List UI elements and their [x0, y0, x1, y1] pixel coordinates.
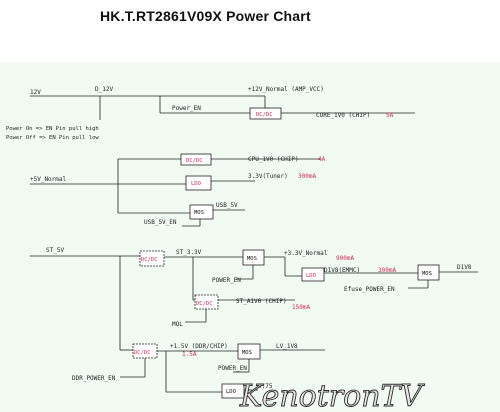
dcdc-block-sta1v0 [194, 294, 219, 310]
note-power-off: Power Off => EN Pin pull low [6, 135, 99, 141]
net-st-a1v0-current: 150mA [292, 304, 310, 311]
dcdc-block-core [249, 107, 282, 120]
net-usb-en: USB_5V_EN [144, 219, 177, 226]
mos-block-normal33-label: MOS [247, 256, 257, 262]
net-d1v8-emmc: D1V8(EMMC) [324, 267, 360, 274]
ldo-block-bottom-label: LDO [226, 389, 236, 395]
net-core: CORE_1V0 (CHIP) [316, 112, 370, 119]
net-12v: 12V [30, 89, 41, 96]
net-bottom-075: 0.75 [258, 383, 273, 390]
net-ddr-current: 1.5A [182, 351, 197, 358]
mos-block-usb-label: MOS [194, 210, 204, 216]
net-cpu-current: 4A [318, 156, 326, 163]
page-title: HK.T.RT2861V09X Power Chart [100, 8, 311, 24]
ldo-block-d1v8-label: LDO [306, 273, 316, 279]
dcdc-block-ddr-label: DC/DC [134, 350, 151, 356]
net-efuse-en: Efuse_POWER_EN [344, 286, 395, 293]
net-core-current: 5A [386, 112, 394, 119]
net-power-en-2: POWER_EN [212, 277, 241, 284]
watermark-logo: KenotronTV [239, 379, 426, 412]
ldo-block-tuner-label: LDO [191, 181, 201, 187]
net-st5v: ST_5V [46, 247, 64, 254]
dcdc-block-st33 [139, 250, 165, 267]
net-st-a1v0: ST_A1V0 (CHIP) [236, 298, 287, 305]
net-5v-normal: +5V_Normal [30, 176, 67, 183]
net-tuner-current: 300mA [298, 173, 316, 180]
net-3v3-current: 900mA [336, 255, 354, 262]
mos-block-normal33 [242, 249, 265, 266]
net-lv-1v8: LV_1V8 [276, 343, 298, 350]
ldo-block-tuner [185, 175, 212, 191]
net-power-en: Power_EN [172, 105, 201, 112]
note-power-on: Power On => EN Pin pull high [6, 126, 99, 132]
ldo-block-bottom [221, 383, 245, 399]
net-tuner: 3.3V(Tuner) [248, 173, 288, 180]
mos-block-usb [189, 204, 214, 220]
net-mol: MOL [172, 321, 183, 328]
mos-block-d1v8 [417, 264, 440, 281]
ldo-block-d1v8 [301, 267, 325, 282]
net-usb-5v: USB_5V [216, 202, 238, 209]
dcdc-block-cpu-label: DC/DC [186, 158, 203, 164]
net-amp-vcc: +12V_Normal (AMP_VCC) [248, 86, 324, 93]
net-d12v: D_12V [95, 86, 113, 93]
net-d1v8-current: 300mA [378, 267, 396, 274]
dcdc-block-sta1v0-label: DC/DC [196, 301, 213, 307]
net-st33: ST_3.3V [176, 249, 202, 256]
net-3v3-normal: +3.3V_Normal [284, 250, 328, 257]
dcdc-block-core-label: DC/DC [256, 112, 273, 118]
dcdc-block-st33-label: DC/DC [141, 257, 158, 263]
net-d1v8-out: D1V8 [457, 264, 472, 271]
net-ddr: +1.5V (DDR/CHIP) [170, 343, 228, 350]
mos-block-lv-label: MOS [242, 350, 252, 356]
dcdc-block-cpu [180, 153, 212, 166]
net-ddr-power-en: DDR_POWER_EN [72, 375, 116, 382]
net-power-en-3: POWER_EN [218, 365, 247, 372]
net-cpu: CPU_1V0 (CHIP) [248, 156, 299, 163]
mos-block-d1v8-label: MOS [422, 271, 432, 277]
